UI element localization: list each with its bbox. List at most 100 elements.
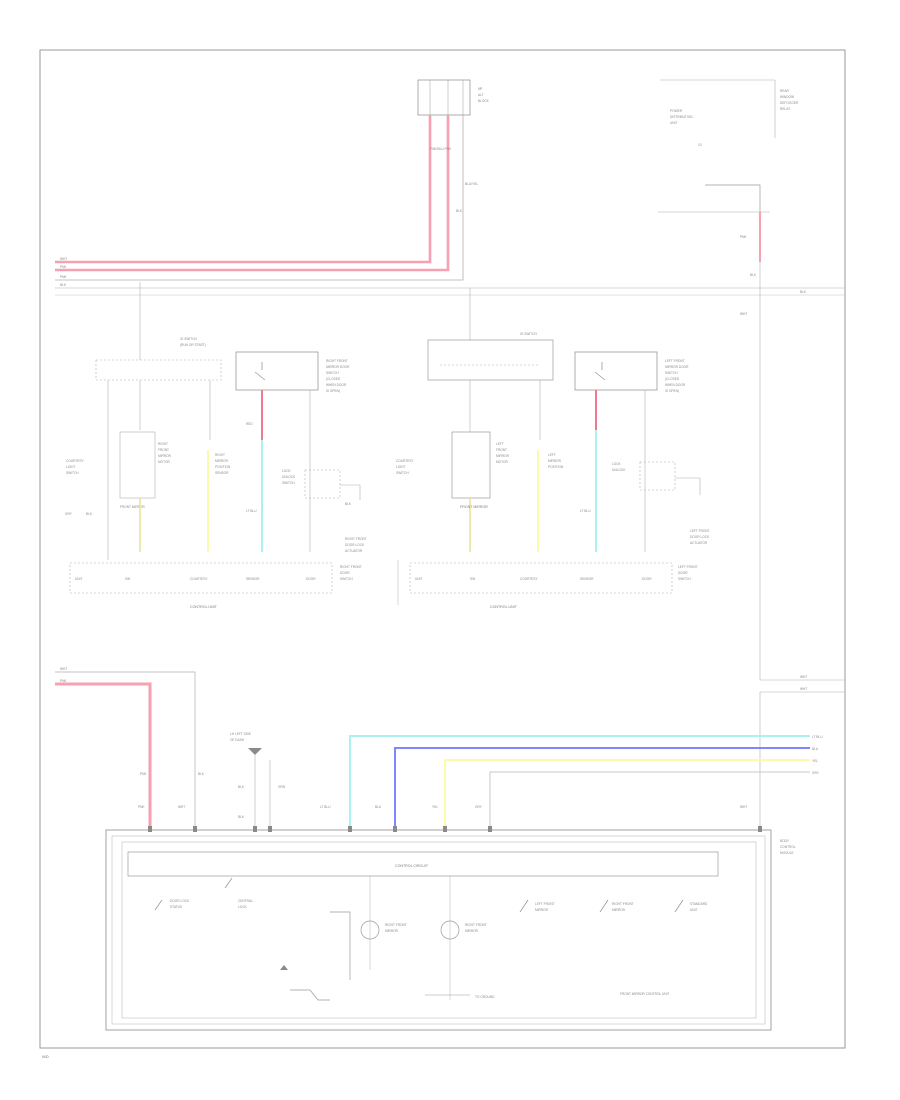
svg-text:IG SWITCH: IG SWITCH: [180, 337, 198, 341]
svg-text:PNK/BLU PNK: PNK/BLU PNK: [430, 147, 452, 151]
svg-text:SWITCH: SWITCH: [678, 577, 691, 581]
svg-text:COURTESY: COURTESY: [66, 459, 85, 463]
svg-text:RIGHT FRONT: RIGHT FRONT: [465, 923, 487, 927]
svg-text:LT BLU: LT BLU: [246, 509, 257, 513]
svg-text:SWITCH: SWITCH: [282, 481, 295, 485]
svg-text:DOOR LOCK: DOOR LOCK: [170, 899, 190, 903]
svg-text:MIRROR: MIRROR: [548, 459, 562, 463]
svg-text:PNK: PNK: [60, 265, 67, 269]
svg-text:UNIT: UNIT: [690, 908, 697, 912]
left-control-unit-label: CONTROL UNIT: [190, 605, 218, 609]
svg-text:OF DASH: OF DASH: [230, 738, 245, 742]
svg-text:MIRROR: MIRROR: [496, 454, 510, 458]
left-motor-label: FRONT MIRROR: [120, 505, 145, 509]
svg-text:STATUS: STATUS: [170, 905, 182, 909]
left-mirror-section: IG SWITCH (RUN OR START) RIGHT FRONT MIR…: [65, 282, 367, 609]
svg-text:(CLOSED: (CLOSED: [665, 377, 680, 381]
svg-text:MIRROR: MIRROR: [215, 459, 229, 463]
fuse-block: I/P ALT BLOCK: [417, 79, 490, 116]
svg-text:WHEN DOOR: WHEN DOOR: [665, 383, 686, 387]
svg-text:SWITCH: SWITCH: [66, 471, 79, 475]
svg-text:GRN: GRN: [278, 785, 286, 789]
svg-text:DOOR: DOOR: [306, 577, 316, 581]
svg-text:GRY: GRY: [475, 805, 483, 809]
svg-text:LEFT FRONT: LEFT FRONT: [678, 565, 698, 569]
svg-text:RIGHT FRONT: RIGHT FRONT: [385, 923, 407, 927]
svg-text:POWER: POWER: [670, 109, 683, 113]
svg-text:BLK: BLK: [456, 209, 463, 213]
lower-wiring: WHT PNK PNK BLK WHT WHT LT BLU BLU YEL G…: [55, 667, 845, 830]
bottom-note: FRONT MIRROR CONTROL UNIT: [620, 992, 669, 996]
svg-text:BLK: BLK: [800, 290, 807, 294]
svg-text:PNK: PNK: [740, 235, 747, 239]
power-wires: WHT PNK PNK BLK BLK PNK/BLU PNK BLU/YEL …: [55, 115, 845, 296]
fuse-block-label: I/P: [478, 87, 483, 91]
svg-text:COURTESY: COURTESY: [190, 577, 209, 581]
svg-text:CENTRAL: CENTRAL: [238, 899, 253, 903]
svg-text:BLK: BLK: [238, 815, 245, 819]
svg-text:FRONT: FRONT: [496, 448, 507, 452]
svg-text:(RUN OR START): (RUN OR START): [180, 343, 206, 347]
svg-text:UNLOCK: UNLOCK: [612, 468, 626, 472]
svg-text:IS OPEN): IS OPEN): [665, 389, 679, 393]
svg-text:DOOR: DOOR: [340, 571, 350, 575]
svg-text:LH LEFT SIDE: LH LEFT SIDE: [230, 732, 251, 736]
svg-text:LIGHT: LIGHT: [396, 465, 405, 469]
control-circuit-label: CONTROL CIRCUIT: [395, 864, 429, 868]
svg-text:WHT: WHT: [800, 675, 807, 679]
svg-text:DOOR LOCK: DOOR LOCK: [345, 543, 365, 547]
svg-text:MIRROR: MIRROR: [465, 929, 479, 933]
svg-text:REAR: REAR: [780, 89, 790, 93]
svg-text:LT BLU: LT BLU: [812, 735, 823, 739]
svg-text:UNIT: UNIT: [415, 577, 422, 581]
svg-text:LOCK: LOCK: [612, 462, 622, 466]
svg-text:SENSOR: SENSOR: [246, 577, 260, 581]
svg-text:LOCK: LOCK: [282, 469, 292, 473]
svg-text:PNK: PNK: [138, 805, 145, 809]
svg-text:BLU: BLU: [375, 805, 382, 809]
svg-text:DOOR: DOOR: [678, 571, 688, 575]
svg-text:LT BLU: LT BLU: [320, 805, 331, 809]
svg-text:RIGHT: RIGHT: [158, 442, 168, 446]
svg-text:LEFT FRONT: LEFT FRONT: [535, 902, 555, 906]
svg-text:CONTROL: CONTROL: [780, 845, 796, 849]
svg-text:WHT: WHT: [60, 257, 67, 261]
svg-text:SWITCH: SWITCH: [340, 577, 353, 581]
svg-text:BODY: BODY: [780, 839, 790, 843]
svg-text:IG SWITCH: IG SWITCH: [520, 332, 538, 336]
svg-text:DEFOGGER: DEFOGGER: [780, 101, 799, 105]
diagram-frame: [39, 49, 846, 1049]
svg-text:10: 10: [698, 143, 702, 147]
svg-text:SW: SW: [470, 577, 475, 581]
svg-text:BLK: BLK: [345, 502, 352, 506]
gnd-note: TO GROUND: [475, 995, 495, 999]
svg-text:MIRROR: MIRROR: [612, 908, 626, 912]
svg-text:RIGHT: RIGHT: [215, 453, 225, 457]
svg-text:MODULE: MODULE: [780, 851, 794, 855]
svg-text:UNIT: UNIT: [75, 577, 82, 581]
right-mirror-section: IG SWITCH LEFT FRONT MIRROR DOOR SWITCH …: [396, 288, 710, 609]
svg-text:LEFT FRONT: LEFT FRONT: [690, 529, 710, 533]
svg-text:SENSOR: SENSOR: [215, 471, 229, 475]
svg-text:LT BLU: LT BLU: [580, 509, 591, 513]
svg-text:FRONT: FRONT: [158, 448, 169, 452]
bottom-control-unit: CONTROL CIRCUIT DOOR LOCK STATUS CENTRAL…: [105, 826, 796, 1031]
svg-text:SW: SW: [125, 577, 130, 581]
svg-text:GRY: GRY: [65, 512, 73, 516]
svg-text:WHT: WHT: [800, 687, 807, 691]
svg-text:WINDOW: WINDOW: [780, 95, 794, 99]
svg-text:DOOR: DOOR: [642, 577, 652, 581]
svg-text:PNK: PNK: [140, 772, 147, 776]
svg-text:COURTESY: COURTESY: [396, 459, 415, 463]
svg-text:PNK: PNK: [60, 275, 67, 279]
svg-text:RIGHT FRONT: RIGHT FRONT: [345, 537, 367, 541]
svg-text:DOOR LOCK: DOOR LOCK: [690, 535, 710, 539]
svg-text:WHT: WHT: [178, 805, 185, 809]
svg-text:BLOCK: BLOCK: [478, 99, 490, 103]
svg-text:COURTESY: COURTESY: [520, 577, 539, 581]
svg-text:MIRROR: MIRROR: [385, 929, 399, 933]
svg-text:MIRROR DOOR: MIRROR DOOR: [665, 365, 689, 369]
right-motor-label: FRONT MIRROR: [460, 505, 488, 509]
svg-text:ALT: ALT: [478, 93, 484, 97]
svg-text:WHT: WHT: [740, 805, 747, 809]
